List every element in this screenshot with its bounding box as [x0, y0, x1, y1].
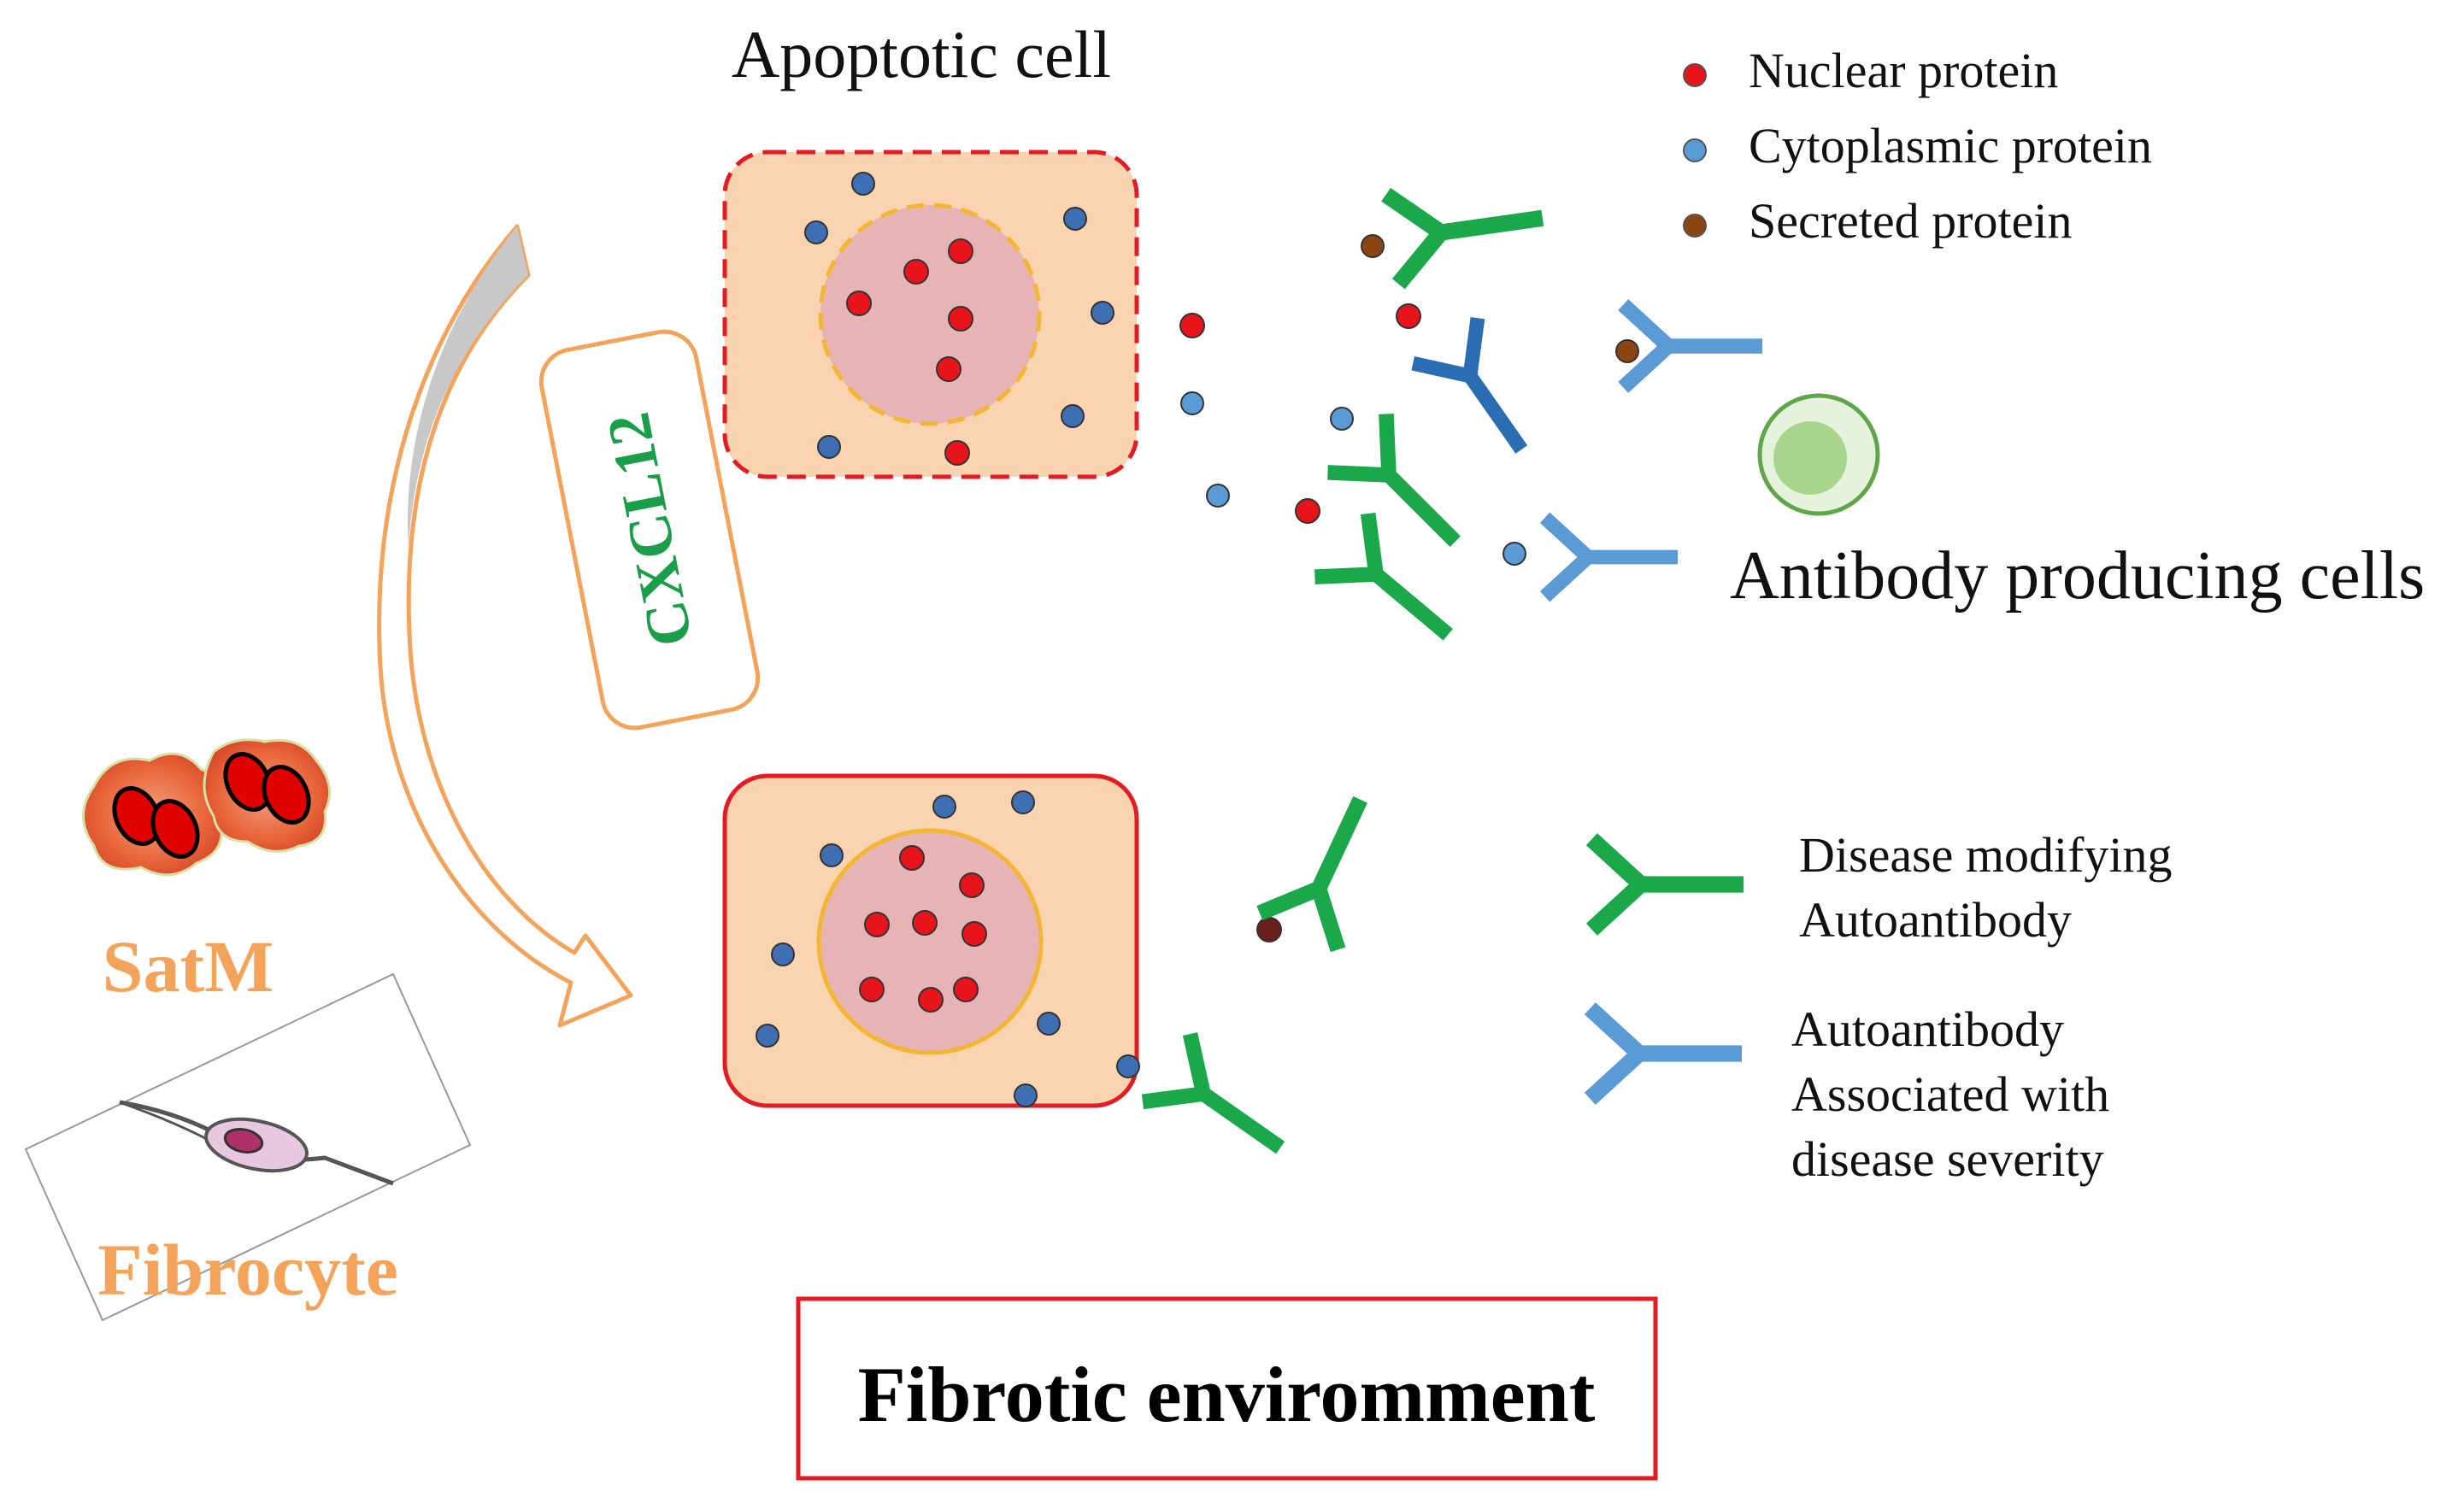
nuclear-protein-dot: [948, 306, 973, 332]
cytoplasmic-protein-dot: [1330, 407, 1354, 431]
intact-cell: [722, 773, 1140, 1108]
apoptotic-cell: [722, 150, 1139, 479]
fibrotic-environment-label: Fibrotic enviromment: [858, 1351, 1596, 1438]
legend-top-label-0: Nuclear protein: [1749, 43, 2058, 98]
legend-dot-0: [1683, 63, 1707, 87]
blue-antibody-icon: [1618, 299, 1763, 393]
nuclear-protein-dot: [959, 872, 985, 898]
antibody-producing-cells-label: Antibody producing cells: [1730, 538, 2425, 614]
cxcl12-box-border: [538, 329, 761, 731]
satm-cells-icon: [82, 738, 332, 877]
nuclear-protein-dot: [1295, 498, 1320, 524]
blue-antibody-icon: [1539, 512, 1678, 602]
nuclear-protein-dot: [864, 912, 890, 937]
nuclear-protein-dot: [936, 356, 961, 382]
nuclear-protein-dot: [918, 987, 944, 1013]
nuclear-protein-dot: [912, 910, 938, 936]
cytoplasmic-protein-dot: [851, 172, 875, 196]
nuclear-protein-dot: [1179, 313, 1205, 338]
legend-bottom-label-1-2: disease severity: [1791, 1131, 2104, 1187]
legend-bottom-label-0-0: Disease modifying: [1799, 827, 2173, 883]
nuclear-protein-dot: [948, 238, 973, 264]
antibody-producing-cell-icon: [1757, 393, 1880, 516]
green-antibody-icon: [1256, 796, 1367, 953]
cytoplasmic-protein-dot: [932, 795, 956, 819]
green-antibody-icon: [1141, 1032, 1285, 1154]
green-antibody-icon: [1314, 512, 1453, 641]
cytoplasmic-protein-dot: [771, 942, 795, 966]
nuclear-protein-dot: [859, 977, 885, 1002]
fibrocyte-label: Fibrocyte: [97, 1229, 398, 1311]
legend-antibody-icon-0: [1585, 833, 1744, 936]
secreted-protein-dot: [1615, 339, 1639, 363]
apoptotic-cell-protein-dots: [804, 172, 1114, 466]
apoptotic-cell-nucleus: [818, 203, 1042, 426]
legend-dot-2: [1683, 214, 1707, 238]
apoptotic-cell-title: Apoptotic cell: [732, 17, 1111, 91]
secreted-protein-dot: [1361, 234, 1385, 258]
cytoplasmic-protein-dot: [756, 1024, 779, 1048]
legend-top-label-2: Secreted protein: [1749, 193, 2072, 249]
nuclear-protein-dot: [953, 977, 979, 1002]
cxcl12-box: CXCL12: [538, 329, 761, 731]
free-antigens-and-antibodies: [1141, 187, 1763, 1154]
legend-antibody-icon-1: [1584, 1002, 1743, 1105]
legend-bottom-label-1-0: Autoantibody: [1791, 1001, 2064, 1057]
intact-cell-protein-dots: [756, 790, 1140, 1107]
intact-cell-nucleus: [816, 828, 1044, 1055]
cytoplasmic-protein-dot: [804, 220, 828, 244]
nuclear-protein-dot: [903, 259, 929, 285]
nuclear-protein-dot: [846, 291, 872, 316]
fibrocyte-icon: [24, 972, 472, 1322]
legend-bottom-label-1-1: Associated with: [1791, 1066, 2109, 1122]
legend-bottom-label-0-1: Autoantibody: [1799, 892, 2072, 948]
cytoplasmic-protein-dot: [1011, 790, 1035, 814]
green-antibody-icon: [1381, 187, 1544, 290]
legend-top-label-1: Cytoplasmic protein: [1749, 118, 2152, 173]
fibrotic-environment-box: [796, 1296, 1658, 1481]
cytoplasmic-protein-dot: [1206, 484, 1230, 508]
nuclear-protein-dot: [899, 845, 925, 871]
curved-arrow-icon: [377, 224, 633, 1028]
legend-autoantibodies: Disease modifyingAutoantibodyAutoantibod…: [1584, 827, 2173, 1187]
nuclear-protein-dot: [944, 440, 970, 466]
cytoplasmic-protein-dot: [1061, 404, 1085, 428]
blue-antibody-icon: [1411, 317, 1528, 454]
cytoplasmic-protein-dot: [1091, 301, 1114, 325]
cytoplasmic-protein-dot: [820, 843, 844, 867]
cytoplasmic-protein-dot: [1116, 1054, 1140, 1078]
cytoplasmic-protein-dot: [1037, 1012, 1061, 1036]
legend-dot-1: [1683, 138, 1707, 162]
nuclear-protein-dot: [1396, 303, 1421, 329]
nuclear-protein-dot: [961, 921, 987, 947]
green-antibody-icon: [1327, 414, 1461, 548]
secreted-protein-dot: [1256, 917, 1282, 942]
cytoplasmic-protein-dot: [1014, 1083, 1038, 1107]
cytoplasmic-protein-dot: [817, 435, 841, 459]
satm-label: SatM: [103, 925, 274, 1007]
cytoplasmic-protein-dot: [1503, 542, 1526, 566]
cytoplasmic-protein-dot: [1180, 391, 1204, 415]
cytoplasmic-protein-dot: [1063, 207, 1087, 231]
